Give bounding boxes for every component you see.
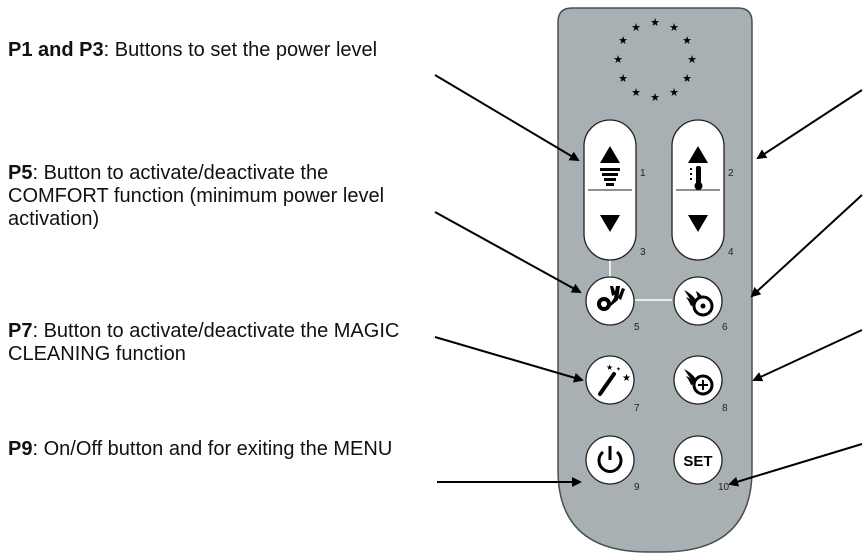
- button-numbers: 1 2 3 4 5 6 7 8 9 10: [634, 168, 734, 493]
- thermometer-icon: [690, 166, 703, 190]
- label-p1-p3-desc: : Buttons to set the power level: [103, 39, 378, 61]
- ok-hand-icon: [597, 286, 625, 311]
- button-number-9: 9: [634, 482, 640, 493]
- arrow-p1-p3: [434, 74, 580, 162]
- label-p9-desc: : On/Off button and for exiting the MENU: [32, 438, 393, 460]
- right-callout-arrows: [728, 89, 863, 487]
- label-p9-code: P9: [8, 438, 33, 460]
- arrow-p10: [728, 443, 863, 487]
- arrow-p8: [752, 329, 863, 382]
- button-number-2: 2: [728, 168, 734, 179]
- left-callout-arrows: [434, 74, 584, 487]
- button-number-10: 10: [718, 482, 730, 493]
- svg-text:★: ★: [631, 86, 641, 99]
- svg-text:★: ★: [631, 21, 641, 34]
- label-p7: P7: Button to activate/deactivate the MA…: [8, 320, 438, 366]
- up-arrow-icon: [600, 146, 620, 163]
- svg-text:★: ★: [618, 34, 628, 47]
- power-level-bars-icon: [600, 168, 620, 186]
- svg-text:★: ★: [687, 53, 697, 66]
- svg-text:★: ★: [613, 53, 623, 66]
- fan-flame-button-6[interactable]: [673, 276, 723, 326]
- set-button[interactable]: SET: [673, 435, 723, 485]
- svg-text:★: ★: [669, 21, 679, 34]
- power-icon: [597, 446, 623, 473]
- up-arrow-icon: [688, 146, 708, 163]
- svg-text:★: ★: [682, 72, 692, 85]
- svg-text:★: ★: [618, 72, 628, 85]
- svg-text:★: ★: [682, 34, 692, 47]
- comfort-button[interactable]: [585, 276, 635, 326]
- button-number-7: 7: [634, 403, 640, 414]
- power-button[interactable]: [585, 435, 635, 485]
- svg-text:★: ★: [650, 91, 660, 104]
- button-number-1: 1: [640, 168, 646, 179]
- fan-flame-button-8[interactable]: [673, 355, 723, 405]
- power-level-button[interactable]: [583, 119, 637, 261]
- star-ring: ★ ★ ★ ★ ★ ★ ★ ★ ★ ★ ★ ★: [613, 16, 697, 104]
- magic-wand-icon: ★ ★ ✦: [598, 363, 631, 396]
- arrow-p7: [434, 336, 584, 383]
- temperature-button[interactable]: [671, 119, 725, 261]
- label-p1-p3-code: P1 and P3: [8, 39, 104, 61]
- fan-plus-icon: [684, 369, 714, 396]
- set-button-label: SET: [683, 453, 712, 470]
- button-number-4: 4: [728, 247, 734, 258]
- down-arrow-icon: [600, 215, 620, 232]
- svg-text:★: ★: [622, 373, 631, 384]
- arrow-p6: [750, 194, 863, 298]
- svg-text:★: ★: [606, 363, 613, 372]
- button-number-8: 8: [722, 403, 728, 414]
- arrow-p2-p4: [756, 89, 863, 160]
- label-p7-code: P7: [8, 320, 33, 342]
- fan-flame-icon: [684, 290, 714, 317]
- remote-body: [557, 7, 753, 553]
- label-p9: P9: On/Off button and for exiting the ME…: [8, 438, 433, 461]
- button-number-3: 3: [640, 247, 646, 258]
- label-p5: P5: Button to activate/deactivate the CO…: [8, 162, 433, 231]
- label-p5-desc: : Button to activate/deactivate the COMF…: [8, 162, 385, 230]
- down-arrow-icon: [688, 215, 708, 232]
- button-number-5: 5: [634, 322, 640, 333]
- svg-text:✦: ✦: [616, 366, 621, 373]
- button-number-6: 6: [722, 322, 728, 333]
- arrow-p5: [434, 211, 582, 293]
- svg-text:★: ★: [669, 86, 679, 99]
- svg-text:★: ★: [650, 16, 660, 29]
- label-p5-code: P5: [8, 162, 33, 184]
- label-p7-desc: : Button to activate/deactivate the MAGI…: [8, 320, 400, 365]
- label-p1-p3: P1 and P3: Buttons to set the power leve…: [8, 39, 433, 62]
- magic-cleaning-button[interactable]: ★ ★ ✦: [585, 355, 635, 405]
